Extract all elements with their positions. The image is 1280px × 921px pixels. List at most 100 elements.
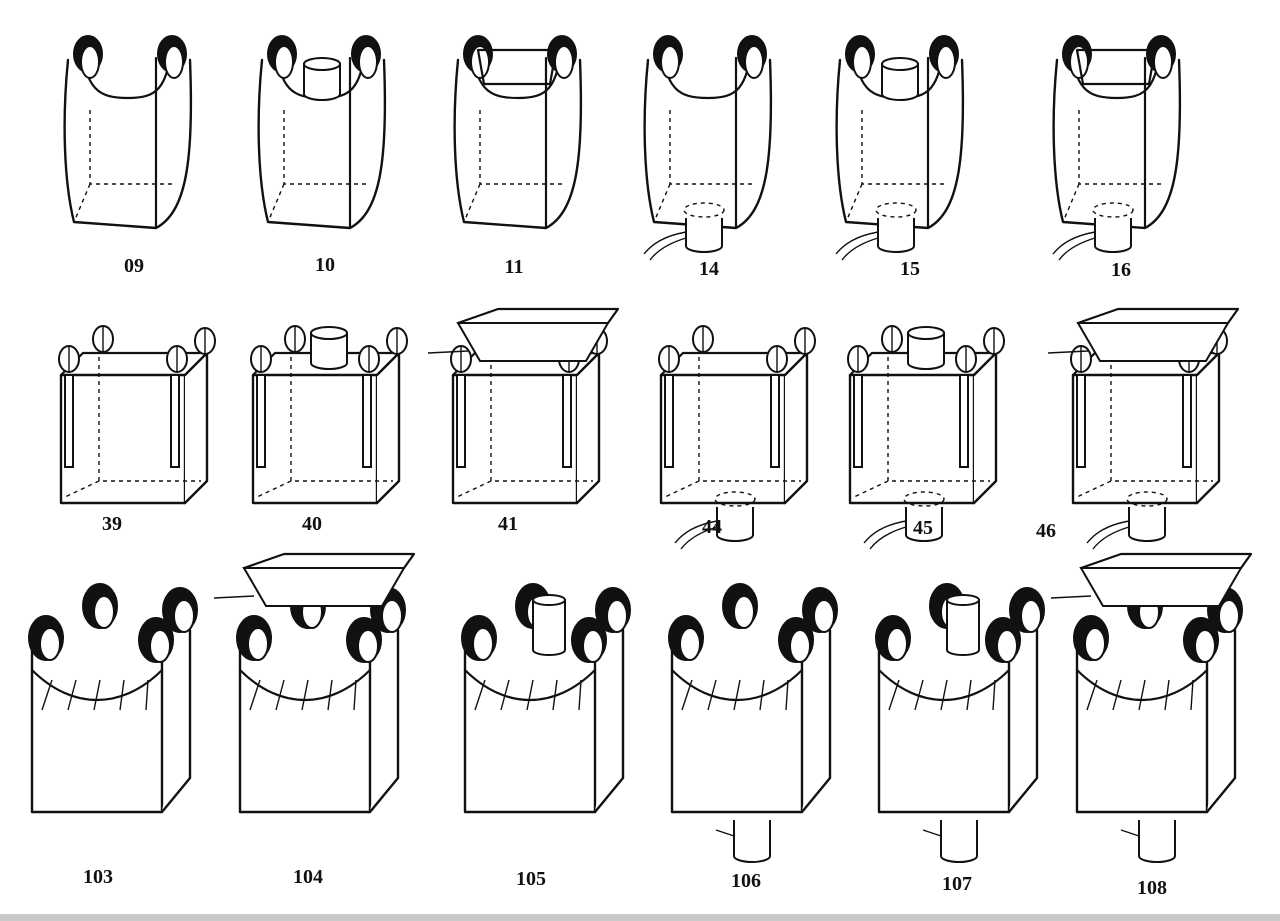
- right-strap: [170, 374, 180, 468]
- figure-label: 45: [913, 517, 933, 539]
- inner-edge: [463, 183, 481, 223]
- top-spout: [532, 599, 566, 656]
- top-spout: [946, 599, 980, 656]
- bag-side: [1007, 628, 1039, 814]
- figure-label: 105: [516, 868, 546, 890]
- fabric-crease: [67, 679, 77, 711]
- right-loop-inner: [744, 45, 764, 79]
- fabric-crease: [93, 679, 101, 711]
- figure-label: 09: [124, 255, 144, 277]
- bag-figure-15: [835, 35, 965, 261]
- spout-tie: [835, 231, 879, 255]
- spout-tie: [674, 520, 718, 544]
- lift-loop-inner: [149, 629, 171, 663]
- fabric-crease: [785, 679, 789, 711]
- right-loop-inner: [1153, 45, 1173, 79]
- right-strap: [770, 374, 780, 468]
- bag-figure-10: [257, 35, 387, 230]
- bag-figure-108: [1050, 552, 1253, 863]
- bag-body: [643, 58, 773, 230]
- left-strap: [256, 374, 266, 468]
- discharge-spout: [685, 218, 723, 253]
- discharge-spout: [1094, 218, 1132, 253]
- right-strap: [562, 374, 572, 468]
- lift-loop-inner: [886, 627, 908, 661]
- inner-edge: [1062, 183, 1080, 223]
- inner-edge: [653, 183, 671, 223]
- left-loop-inner: [852, 45, 872, 79]
- fabric-crease: [327, 679, 333, 711]
- spout-tie: [863, 520, 907, 544]
- bag-body: [453, 58, 583, 230]
- figure-label: 104: [293, 866, 323, 888]
- bag-side: [575, 351, 601, 505]
- spout-rim: [881, 57, 919, 71]
- lift-loop-inner: [733, 595, 755, 629]
- spout-tie: [922, 829, 942, 837]
- bag-side: [972, 351, 998, 505]
- figure-label: 11: [505, 256, 524, 278]
- bag-side: [1195, 351, 1221, 505]
- figure-label: 39: [102, 513, 122, 535]
- fabric-crease: [940, 679, 948, 711]
- bag-figure-11: [453, 35, 583, 230]
- skirt-back: [456, 307, 620, 325]
- lift-loop-inner: [582, 629, 604, 663]
- fabric-crease: [681, 679, 693, 711]
- spout-tie: [649, 237, 687, 261]
- bottom-border: [0, 914, 1280, 921]
- bag-figure-41: [427, 307, 620, 505]
- left-loop-inner: [274, 45, 294, 79]
- spout-outlet: [1126, 491, 1168, 507]
- lift-loop-inner: [472, 627, 494, 661]
- discharge-spout: [905, 507, 943, 542]
- fabric-crease: [119, 679, 125, 711]
- right-loop-inner: [936, 45, 956, 79]
- lift-loop-inner: [813, 599, 835, 633]
- lift-loop-inner: [173, 599, 195, 633]
- bag-front: [251, 373, 379, 505]
- fabric-crease: [1138, 679, 1146, 711]
- top-spout: [303, 63, 341, 101]
- figure-label: 10: [315, 254, 335, 276]
- figure-label: 15: [900, 258, 920, 280]
- lift-loop-inner: [1084, 627, 1106, 661]
- lift-loop-inner: [679, 627, 701, 661]
- bag-figure-44: [658, 325, 816, 550]
- discharge-spout: [940, 820, 978, 863]
- figure-label: 46: [1036, 520, 1056, 542]
- lift-loop-inner: [789, 629, 811, 663]
- bag-figure-106: [668, 583, 838, 863]
- fabric-crease: [992, 679, 996, 711]
- discharge-spout: [877, 218, 915, 253]
- spout-rim: [303, 57, 341, 71]
- fabric-crease: [275, 679, 285, 711]
- figure-label: 41: [498, 513, 518, 535]
- fabric-crease: [301, 679, 309, 711]
- fabric-crease: [888, 679, 900, 711]
- lift-loop-inner: [247, 627, 269, 661]
- bag-side: [183, 351, 209, 505]
- top-spout: [907, 332, 945, 370]
- right-strap: [959, 374, 969, 468]
- inner-edge: [64, 480, 100, 498]
- figure-label: 40: [302, 513, 322, 535]
- spout-outlet: [1092, 202, 1134, 218]
- bag-figure-39: [58, 325, 216, 505]
- inner-edge: [73, 183, 91, 223]
- left-loop-inner: [660, 45, 680, 79]
- bag-side: [593, 628, 625, 814]
- fabric-crease: [759, 679, 765, 711]
- discharge-spout: [716, 507, 754, 542]
- left-strap: [853, 374, 863, 468]
- top-spout: [310, 332, 348, 370]
- spout-tie: [680, 526, 718, 550]
- fabric-crease: [353, 679, 357, 711]
- fabric-crease: [1190, 679, 1194, 711]
- figure-label: 16: [1111, 259, 1131, 281]
- spout-outlet: [683, 202, 725, 218]
- skirt-tie: [427, 350, 469, 354]
- spout-tie: [1092, 526, 1130, 550]
- right-loop-inner: [358, 45, 378, 79]
- skirt-tie: [1050, 595, 1092, 599]
